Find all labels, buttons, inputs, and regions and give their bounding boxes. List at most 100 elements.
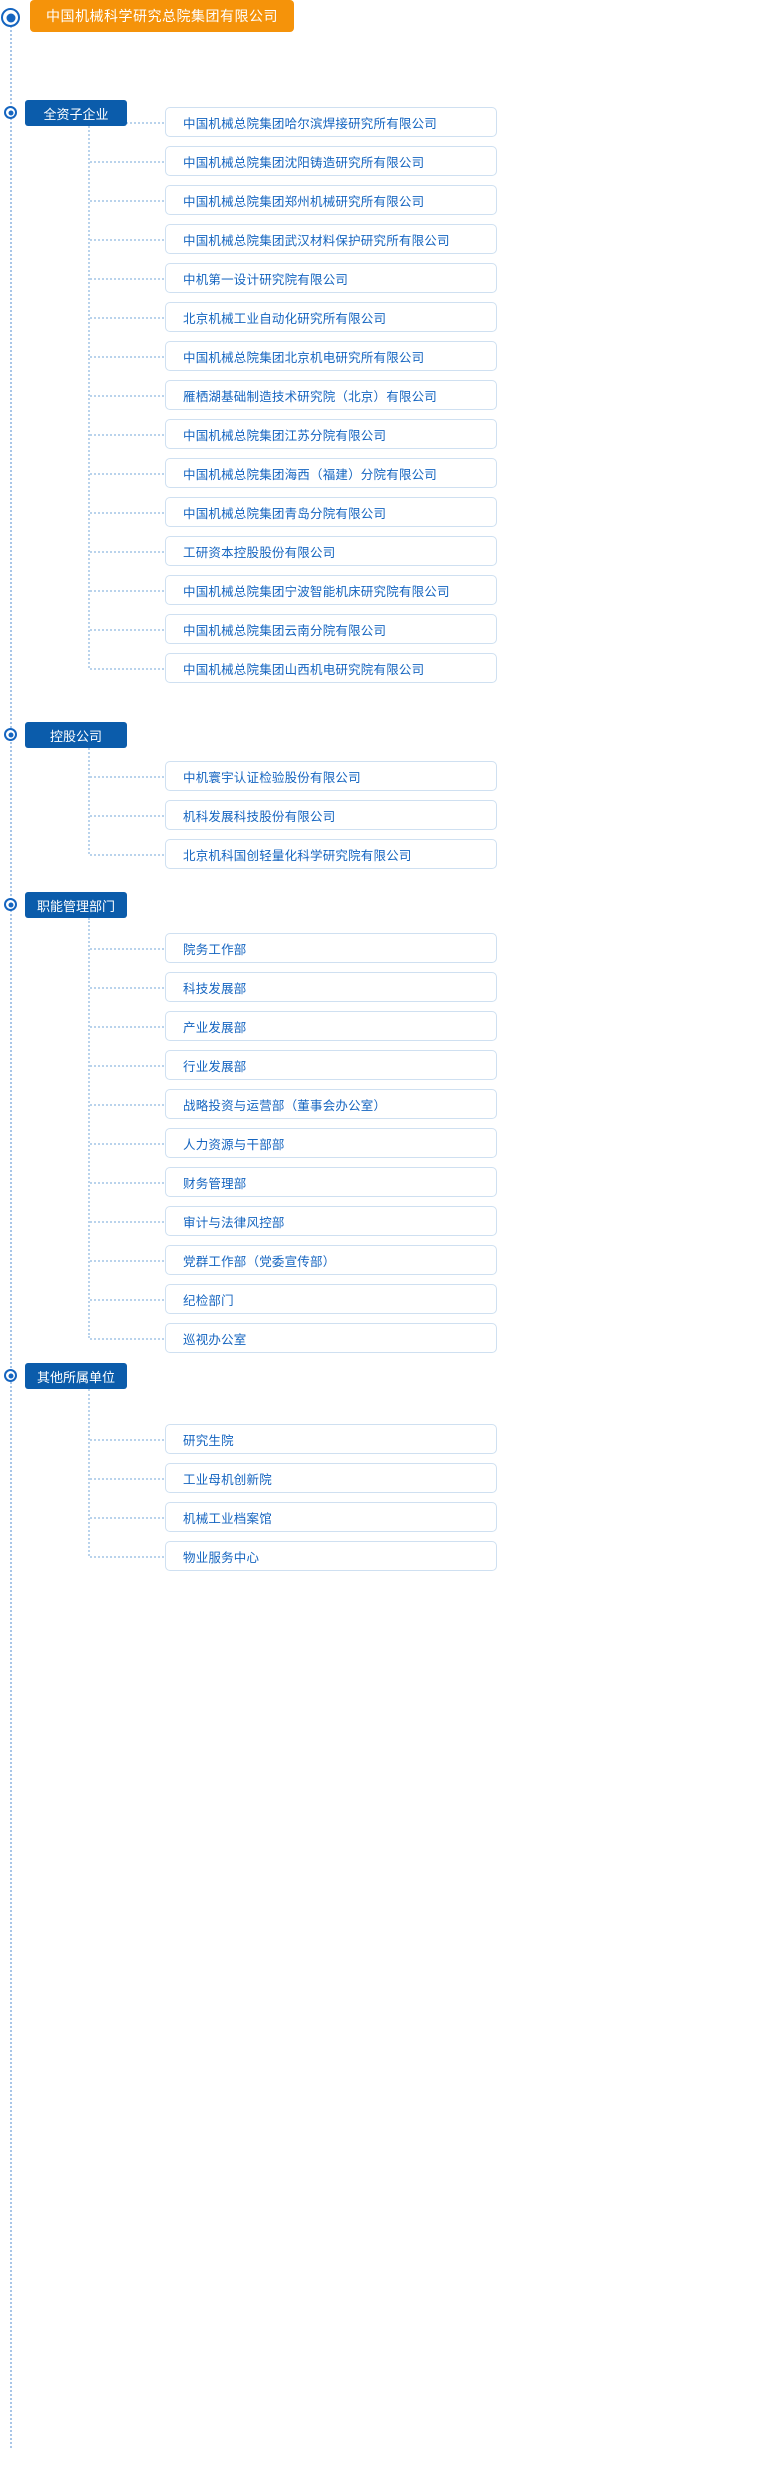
org-item[interactable]: 中国机械总院集团江苏分院有限公司 — [165, 419, 497, 449]
item-connector — [90, 122, 164, 124]
org-item[interactable]: 中国机械总院集团云南分院有限公司 — [165, 614, 497, 644]
item-connector — [90, 512, 164, 514]
org-item-label: 纪检部门 — [183, 1293, 234, 1308]
group-header-2[interactable]: 控股公司 — [25, 722, 127, 748]
org-item[interactable]: 雁栖湖基础制造技术研究院（北京）有限公司 — [165, 380, 497, 410]
org-item-label: 人力资源与干部部 — [183, 1137, 285, 1152]
item-connector — [90, 356, 164, 358]
root-node-label: 中国机械科学研究总院集团有限公司 — [46, 8, 278, 24]
org-item-label: 中国机械总院集团云南分院有限公司 — [183, 623, 387, 638]
org-item-label: 中国机械总院集团哈尔滨焊接研究所有限公司 — [183, 116, 438, 131]
org-item[interactable]: 中国机械总院集团武汉材料保护研究所有限公司 — [165, 224, 497, 254]
item-connector — [90, 161, 164, 163]
org-item[interactable]: 党群工作部（党委宣传部） — [165, 1245, 497, 1275]
item-connector — [90, 1026, 164, 1028]
item-connector — [90, 317, 164, 319]
org-item[interactable]: 中国机械总院集团青岛分院有限公司 — [165, 497, 497, 527]
org-item[interactable]: 财务管理部 — [165, 1167, 497, 1197]
item-connector — [90, 590, 164, 592]
org-item[interactable]: 北京机械工业自动化研究所有限公司 — [165, 302, 497, 332]
item-connector — [90, 1104, 164, 1106]
org-item[interactable]: 审计与法律风控部 — [165, 1206, 497, 1236]
group-header-4[interactable]: 其他所属单位 — [25, 1363, 127, 1389]
org-item-label: 中国机械总院集团沈阳铸造研究所有限公司 — [183, 155, 425, 170]
org-item[interactable]: 中国机械总院集团海西（福建）分院有限公司 — [165, 458, 497, 488]
org-item[interactable]: 中国机械总院集团沈阳铸造研究所有限公司 — [165, 146, 497, 176]
org-item[interactable]: 北京机科国创轻量化科学研究院有限公司 — [165, 839, 497, 869]
org-item-label: 战略投资与运营部（董事会办公室） — [183, 1098, 387, 1113]
item-connector — [90, 815, 164, 817]
org-item-label: 中国机械总院集团北京机电研究所有限公司 — [183, 350, 425, 365]
org-item[interactable]: 人力资源与干部部 — [165, 1128, 497, 1158]
item-connector — [90, 1065, 164, 1067]
node-marker-icon — [4, 898, 17, 911]
item-connector — [90, 278, 164, 280]
org-item[interactable]: 产业发展部 — [165, 1011, 497, 1041]
org-item-label: 院务工作部 — [183, 942, 247, 957]
org-item[interactable]: 机科发展科技股份有限公司 — [165, 800, 497, 830]
item-connector — [90, 395, 164, 397]
org-item-label: 机械工业档案馆 — [183, 1511, 272, 1526]
item-connector — [90, 987, 164, 989]
item-connector — [90, 1221, 164, 1223]
org-item-label: 科技发展部 — [183, 981, 247, 996]
org-item[interactable]: 巡视办公室 — [165, 1323, 497, 1353]
org-item[interactable]: 工研资本控股股份有限公司 — [165, 536, 497, 566]
org-item[interactable]: 中国机械总院集团哈尔滨焊接研究所有限公司 — [165, 107, 497, 137]
item-connector — [90, 239, 164, 241]
item-connector — [90, 1338, 164, 1340]
item-connector — [90, 668, 164, 670]
item-connector — [90, 854, 164, 856]
org-item[interactable]: 科技发展部 — [165, 972, 497, 1002]
org-item-label: 机科发展科技股份有限公司 — [183, 809, 336, 824]
item-connector — [90, 200, 164, 202]
org-item[interactable]: 物业服务中心 — [165, 1541, 497, 1571]
node-marker-icon — [4, 728, 17, 741]
org-item-label: 党群工作部（党委宣传部） — [183, 1254, 336, 1269]
node-marker-icon — [1, 8, 20, 27]
org-item-label: 中国机械总院集团海西（福建）分院有限公司 — [183, 467, 438, 482]
org-item[interactable]: 战略投资与运营部（董事会办公室） — [165, 1089, 497, 1119]
org-item-label: 中国机械总院集团郑州机械研究所有限公司 — [183, 194, 425, 209]
org-item-label: 审计与法律风控部 — [183, 1215, 285, 1230]
org-item[interactable]: 中国机械总院集团宁波智能机床研究院有限公司 — [165, 575, 497, 605]
org-item-label: 北京机械工业自动化研究所有限公司 — [183, 311, 387, 326]
org-item-label: 行业发展部 — [183, 1059, 247, 1074]
group-header-label: 全资子企业 — [43, 106, 109, 122]
org-item[interactable]: 机械工业档案馆 — [165, 1502, 497, 1532]
org-item-label: 研究生院 — [183, 1433, 234, 1448]
org-item-label: 中机寰宇认证检验股份有限公司 — [183, 770, 361, 785]
org-item-label: 物业服务中心 — [183, 1550, 260, 1565]
org-item[interactable]: 工业母机创新院 — [165, 1463, 497, 1493]
org-item[interactable]: 行业发展部 — [165, 1050, 497, 1080]
item-connector — [90, 1260, 164, 1262]
item-connector — [90, 629, 164, 631]
item-connector — [90, 1143, 164, 1145]
group-header-3[interactable]: 职能管理部门 — [25, 892, 127, 918]
group-vertical-connector-3 — [88, 918, 90, 1338]
org-item[interactable]: 中国机械总院集团郑州机械研究所有限公司 — [165, 185, 497, 215]
org-item-label: 财务管理部 — [183, 1176, 247, 1191]
org-item-label: 北京机科国创轻量化科学研究院有限公司 — [183, 848, 412, 863]
org-item[interactable]: 院务工作部 — [165, 933, 497, 963]
org-item[interactable]: 中机寰宇认证检验股份有限公司 — [165, 761, 497, 791]
org-item[interactable]: 研究生院 — [165, 1424, 497, 1454]
org-item[interactable]: 中国机械总院集团北京机电研究所有限公司 — [165, 341, 497, 371]
org-item[interactable]: 中国机械总院集团山西机电研究院有限公司 — [165, 653, 497, 683]
group-header-label: 职能管理部门 — [36, 898, 115, 914]
org-item-label: 中国机械总院集团江苏分院有限公司 — [183, 428, 387, 443]
org-item-label: 工业母机创新院 — [183, 1472, 272, 1487]
org-item-label: 中国机械总院集团山西机电研究院有限公司 — [183, 662, 425, 677]
item-connector — [90, 434, 164, 436]
org-item-label: 中机第一设计研究院有限公司 — [183, 272, 349, 287]
group-header-label: 其他所属单位 — [36, 1369, 115, 1385]
group-header-label: 控股公司 — [49, 728, 102, 744]
org-item-label: 雁栖湖基础制造技术研究院（北京）有限公司 — [183, 389, 438, 404]
org-item[interactable]: 中机第一设计研究院有限公司 — [165, 263, 497, 293]
group-vertical-connector-2 — [88, 748, 90, 854]
org-item[interactable]: 纪检部门 — [165, 1284, 497, 1314]
group-header-1[interactable]: 全资子企业 — [25, 100, 127, 126]
root-node[interactable]: 中国机械科学研究总院集团有限公司 — [30, 0, 294, 32]
item-connector — [90, 473, 164, 475]
item-connector — [90, 1517, 164, 1519]
